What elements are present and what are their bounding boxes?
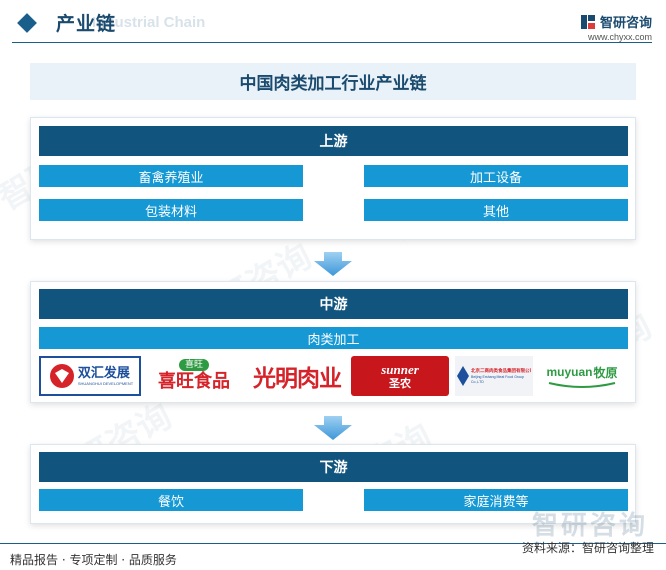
midstream-item: 肉类加工	[39, 327, 628, 349]
muyuan-swoosh-icon	[548, 381, 616, 388]
muyuan-logo: muyuan 牧原	[539, 356, 625, 396]
page-header: Industrial Chain 产业链 智研咨询 www.chyxx.com	[0, 0, 666, 48]
sunner-logo: sunner 圣农	[351, 356, 449, 396]
shuanghui-name: 双汇发展	[77, 365, 130, 381]
downstream-bar: 下游	[39, 452, 628, 482]
erwei-emblem-icon	[457, 366, 469, 386]
brand: 智研咨询 www.chyxx.com	[580, 12, 652, 42]
page-title: 产业链	[56, 13, 117, 35]
watermark-brand: 智研咨询	[531, 511, 648, 541]
sunner-badge: sunner	[381, 361, 419, 377]
downstream-panel: 下游 餐饮 家庭消费等	[30, 444, 636, 524]
header-divider	[12, 42, 652, 43]
midstream-panel: 中游 肉类加工 双汇发展 SHUANGHUI DEVELOPMENT 喜旺 喜旺…	[30, 281, 636, 403]
muyuan-badge: muyuan	[546, 365, 593, 379]
shuanghui-sub: SHUANGHUI DEVELOPMENT	[77, 380, 134, 386]
upstream-item: 畜禽养殖业	[39, 165, 303, 187]
chart-title: 中国肉类加工行业产业链	[239, 74, 427, 94]
guangming-name: 光明肉业	[253, 366, 342, 392]
brand-name: 智研咨询	[599, 16, 652, 31]
upstream-bar: 上游	[39, 126, 628, 156]
footer-divider	[0, 543, 666, 544]
arrow-down-icon	[314, 252, 352, 276]
erwei-logo: 北京二商肉类食品集团有限公司 Beijing Ershang Meat Food…	[455, 356, 533, 396]
brand-url: www.chyxx.com	[587, 32, 652, 42]
xiwang-badge: 喜旺	[178, 359, 209, 371]
brand-logo-icon	[580, 14, 595, 29]
diamond-icon	[17, 13, 37, 33]
company-logos: 双汇发展 SHUANGHUI DEVELOPMENT 喜旺 喜旺食品 光明肉业 …	[39, 356, 628, 396]
footer-tagline: 精品报告 · 专项定制 · 品质服务	[10, 553, 177, 567]
muyuan-name: 牧原	[593, 365, 618, 380]
sunner-name: 圣农	[389, 376, 411, 390]
downstream-item: 家庭消费等	[364, 489, 628, 511]
midstream-bar: 中游	[39, 289, 628, 319]
shuanghui-logo: 双汇发展 SHUANGHUI DEVELOPMENT	[39, 356, 141, 396]
downstream-item: 餐饮	[39, 489, 303, 511]
main-title-box: 中国肉类加工行业产业链	[30, 63, 636, 100]
upstream-panel: 上游 畜禽养殖业 加工设备 包装材料 其他	[30, 117, 636, 240]
upstream-item: 加工设备	[364, 165, 628, 187]
guangming-logo: 光明肉业	[247, 356, 347, 396]
arrow-down-icon	[314, 416, 352, 440]
erwei-name: 北京二商肉类食品集团有限公司	[471, 368, 531, 374]
erwei-sub: Beijing Ershang Meat Food Group Co.,LTD	[471, 374, 524, 384]
upstream-item: 其他	[364, 199, 628, 221]
shuanghui-emblem-icon	[49, 364, 74, 388]
upstream-item: 包装材料	[39, 199, 303, 221]
header-subtitle: Industrial Chain	[92, 14, 206, 31]
xiwang-name: 喜旺食品	[158, 371, 230, 392]
xiwang-logo: 喜旺 喜旺食品	[145, 356, 243, 396]
footer-source: 资料来源：智研咨询整理	[521, 541, 654, 555]
